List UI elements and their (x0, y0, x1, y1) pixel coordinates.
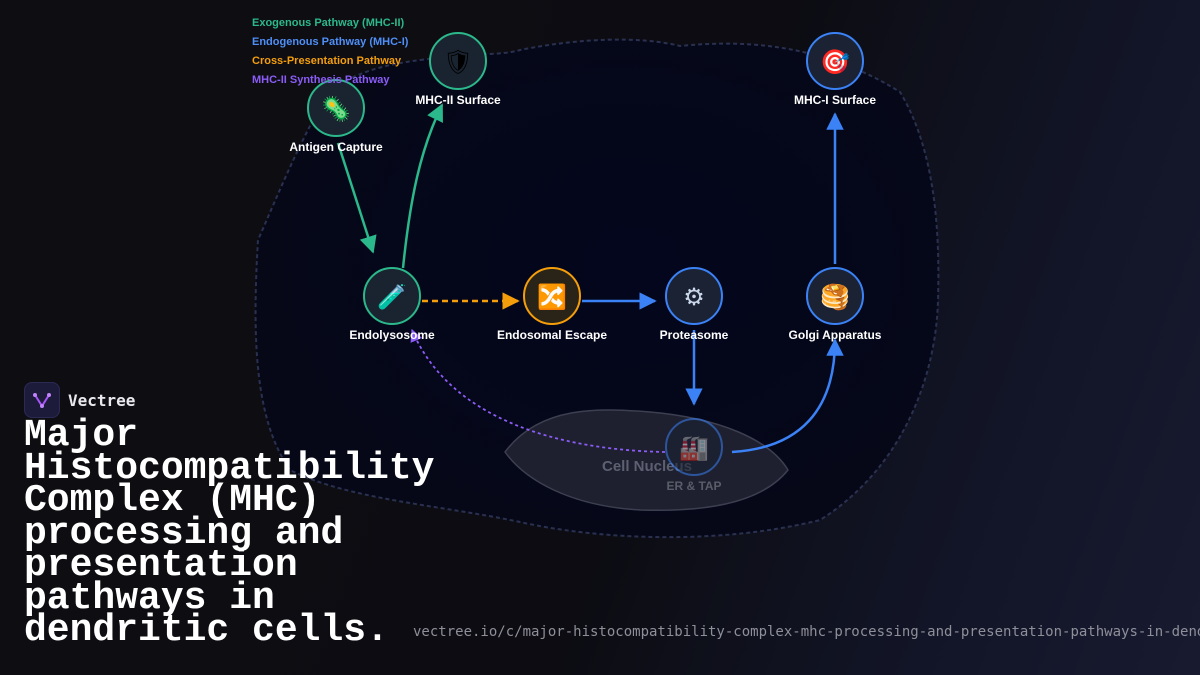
brand: Vectree (24, 382, 135, 418)
edge-endolysosome-to-mhc2 (401, 103, 444, 269)
legend-item-cross-presentation: Cross-Presentation Pathway (252, 55, 402, 67)
edge-er-to-endolysosome (410, 328, 666, 453)
microbe-icon: 🦠 (321, 95, 351, 123)
gear-icon: ⚙ (683, 283, 705, 311)
node-proteasome[interactable]: ⚙ Proteasome (660, 267, 729, 342)
node-label-proteasome: Proteasome (660, 328, 729, 342)
source-url[interactable]: vectree.io/c/major-histocompatibility-co… (413, 624, 1200, 640)
legend-item-endogenous: Endogenous Pathway (MHC-I) (252, 36, 409, 48)
node-endosomal-escape[interactable]: 🔀 Endosomal Escape (497, 267, 607, 342)
node-antigen-capture[interactable]: 🦠 Antigen Capture (289, 79, 383, 154)
node-label-golgi-apparatus: Golgi Apparatus (789, 328, 882, 342)
vectree-logo-icon (24, 382, 60, 418)
node-label-er-tap: ER & TAP (666, 479, 721, 493)
edge-er-to-golgi (731, 338, 844, 454)
node-label-mhc2-surface: MHC-II Surface (415, 93, 501, 107)
shield-icon: 🛡 (443, 48, 473, 76)
node-label-mhc1-surface: MHC-I Surface (794, 93, 876, 107)
legend: Exogenous Pathway (MHC-II) Endogenous Pa… (252, 14, 408, 90)
node-er-tap[interactable]: 🏭 ER & TAP (665, 418, 723, 493)
pancakes-icon: 🥞 (820, 283, 850, 312)
brand-name: Vectree (68, 390, 136, 410)
shuffle-icon: 🔀 (537, 283, 567, 311)
node-label-endosomal-escape: Endosomal Escape (497, 328, 607, 342)
target-icon: 🎯 (820, 48, 850, 76)
test-tube-icon: 🧪 (377, 283, 407, 311)
cell-membrane (254, 38, 940, 539)
node-golgi-apparatus[interactable]: 🥞 Golgi Apparatus (789, 267, 882, 342)
edge-antigen-to-endolysosome (336, 142, 377, 254)
legend-item-mhc2-synthesis: MHC-II Synthesis Pathway (252, 74, 390, 86)
node-mhc2-surface[interactable]: 🛡 MHC-II Surface (415, 32, 501, 107)
node-label-endolysosome: Endolysosome (349, 328, 435, 342)
legend-item-exogenous: Exogenous Pathway (MHC-II) (252, 17, 405, 29)
node-label-antigen-capture: Antigen Capture (289, 140, 383, 154)
factory-icon: 🏭 (679, 434, 709, 462)
page-title: Major Histocompatibility Complex (MHC) p… (24, 414, 435, 652)
node-mhc1-surface[interactable]: 🎯 MHC-I Surface (794, 32, 876, 107)
node-endolysosome[interactable]: 🧪 Endolysosome (349, 267, 435, 342)
